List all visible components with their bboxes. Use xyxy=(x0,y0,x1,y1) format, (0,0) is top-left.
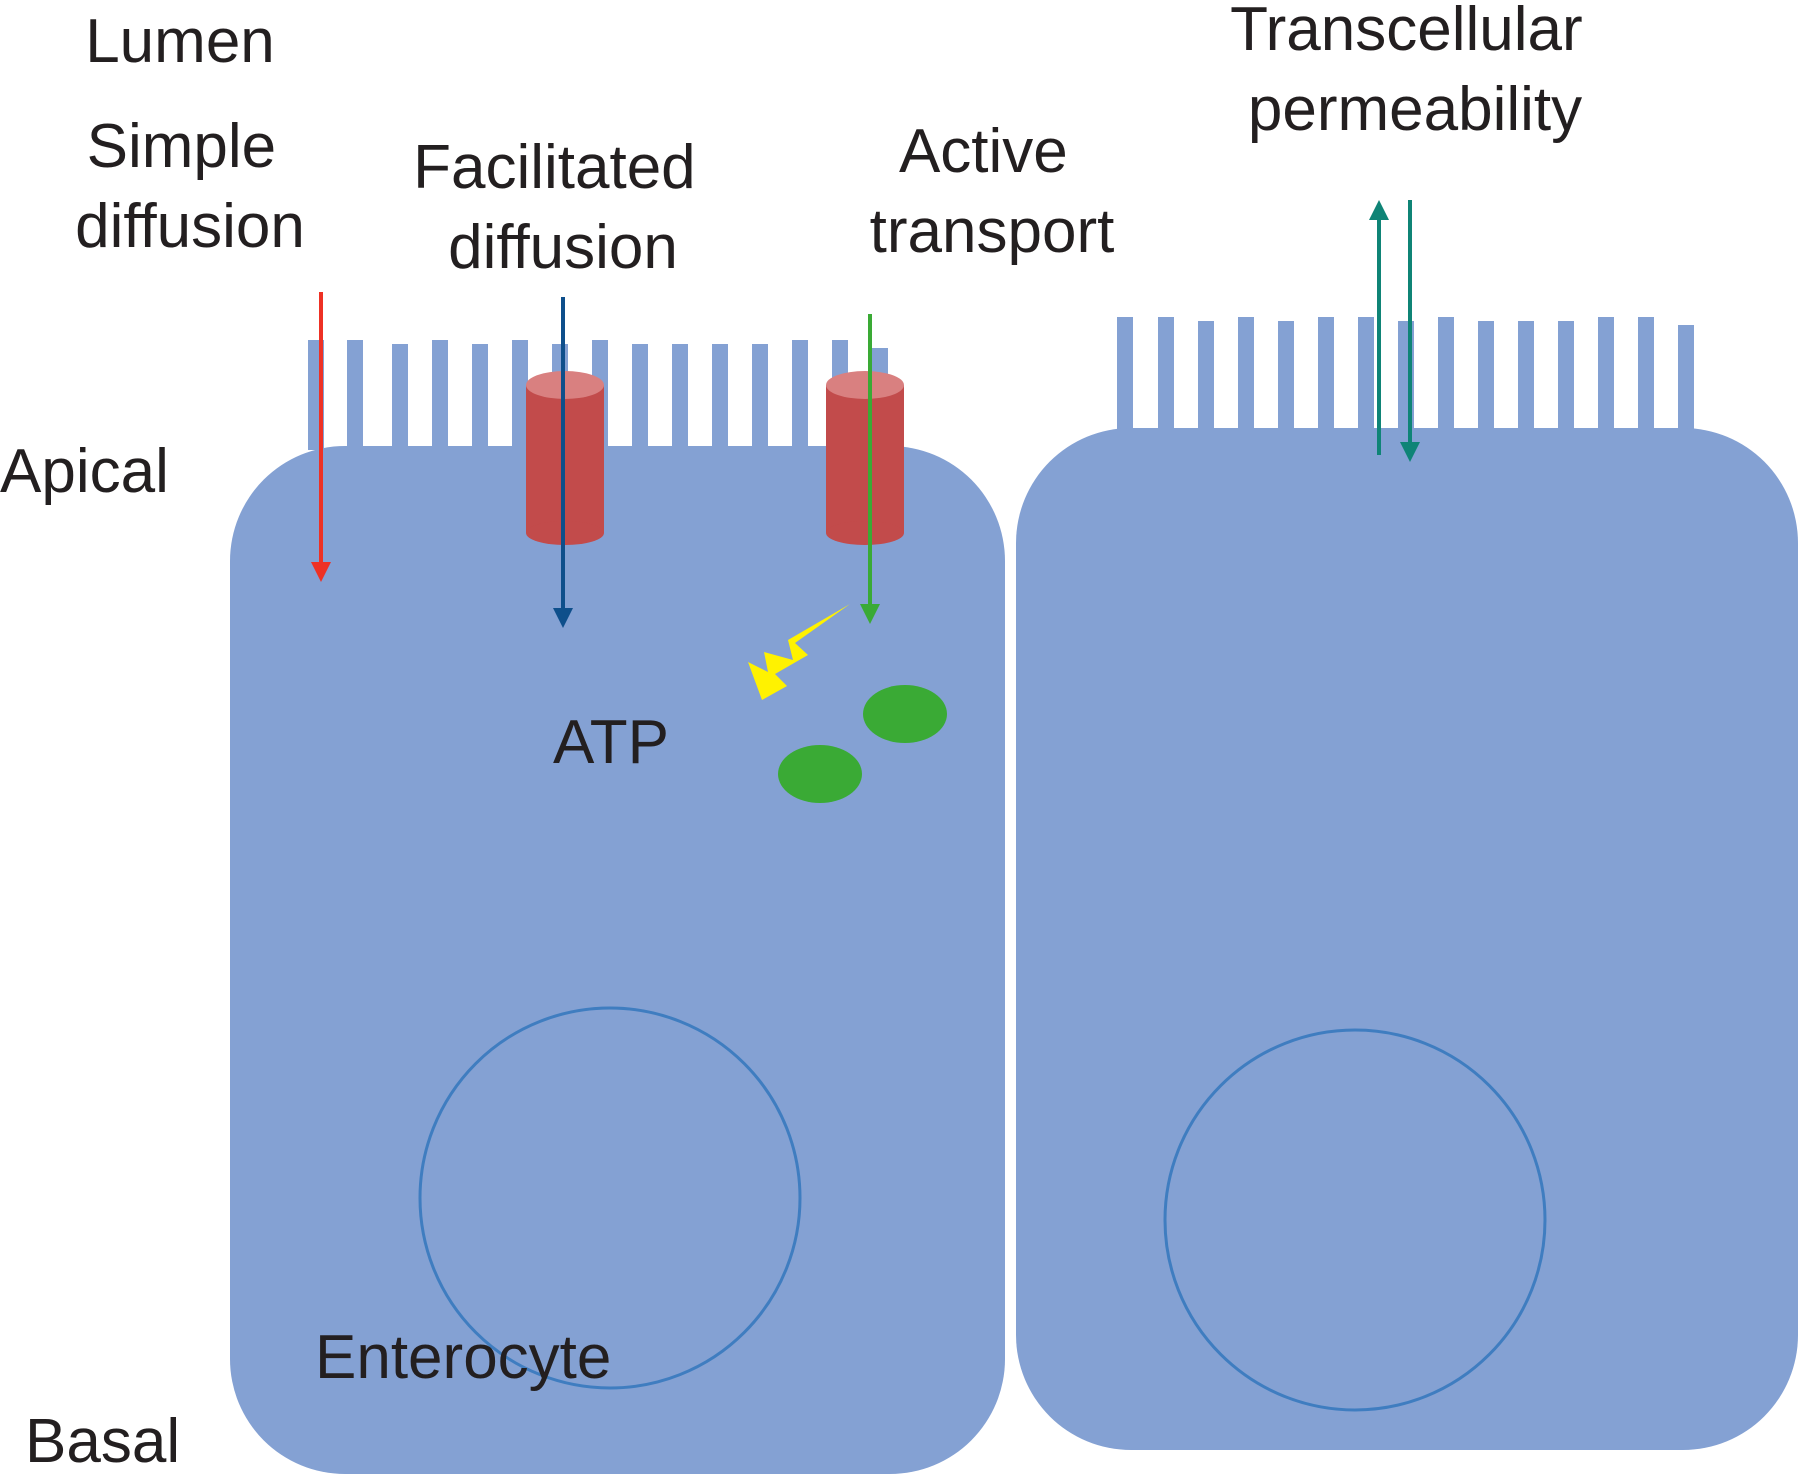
left-cell-body xyxy=(230,446,1005,1474)
vesicle xyxy=(778,745,862,803)
right-microvilli xyxy=(1117,317,1694,432)
lumen-label: Lumen xyxy=(85,7,275,76)
transcellular-permeability-label: Transcellular permeability xyxy=(1230,0,1600,144)
facilitated-diffusion-label: Facilitated diffusion xyxy=(413,133,713,282)
vesicle xyxy=(863,685,947,743)
right-cell xyxy=(1016,317,1798,1450)
enterocyte-label: Enterocyte xyxy=(315,1323,611,1392)
basal-label: Basal xyxy=(25,1407,180,1476)
active-transport-label: Active transport xyxy=(870,117,1115,266)
apical-label: Apical xyxy=(0,437,169,506)
right-nucleus xyxy=(1163,1028,1547,1412)
atp-label: ATP xyxy=(553,708,669,777)
simple-diffusion-label: Simple diffusion xyxy=(75,112,305,261)
right-cell-body xyxy=(1016,428,1798,1450)
left-nucleus xyxy=(418,1006,802,1390)
active-transporter xyxy=(826,371,904,545)
atp-lightning-icon xyxy=(748,604,850,700)
